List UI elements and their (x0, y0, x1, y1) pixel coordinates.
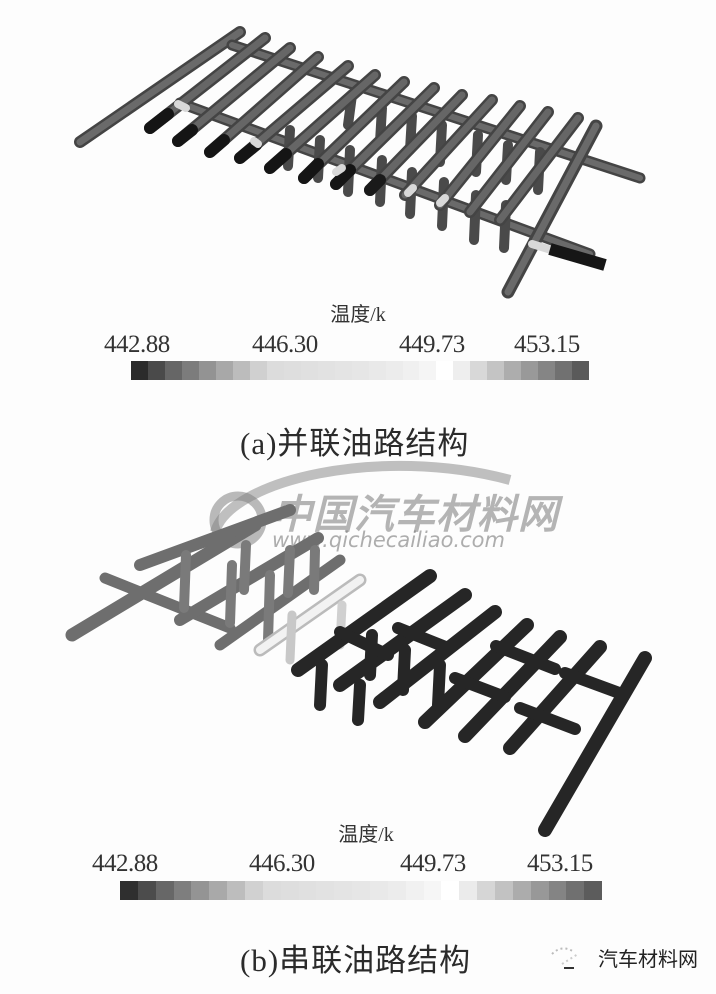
colorbar-tick-min: 442.88 (104, 331, 170, 358)
colorbar-segment (245, 881, 263, 900)
colorbar-segment (477, 881, 496, 900)
colorbar-segment (352, 881, 371, 900)
colorbar-segment (402, 361, 420, 380)
temperature-colorbar (120, 881, 603, 900)
colorbar-segment (387, 881, 406, 900)
colorbar-segment (566, 881, 585, 900)
colorbar-tick-min: 442.88 (92, 850, 158, 877)
colorbar-segment (334, 881, 353, 900)
wechat-icon (551, 947, 579, 969)
colorbar-segment (280, 881, 299, 900)
colorbar-title: 温度/k (330, 304, 386, 326)
colorbar-segment (423, 881, 442, 900)
caption-parallel: (a)并联油路结构 (240, 426, 470, 461)
colorbar-segment (164, 361, 182, 380)
colorbar-segment (227, 881, 246, 900)
colorbar-segment (317, 361, 335, 380)
panel-a: 温度/k 442.88 446.30 449.73 453.15 (a)并联油路… (0, 0, 716, 470)
parallel-oil-circuit-render (74, 26, 646, 299)
temperature-colorbar (131, 361, 590, 380)
colorbar-segment (441, 881, 460, 900)
colorbar-segment (283, 361, 301, 380)
colorbar-segment (436, 361, 454, 380)
colorbar-segment (300, 361, 318, 380)
colorbar-segment (215, 361, 233, 380)
colorbar-segment (137, 881, 156, 900)
colorbar-segment (555, 361, 573, 380)
colorbar-segment (504, 361, 522, 380)
colorbar-segment (521, 361, 539, 380)
colorbar-segment (316, 881, 335, 900)
colorbar-segment (487, 361, 505, 380)
panel-b: 温度/k 442.88 446.30 449.73 453.15 (b)串联油路… (0, 480, 716, 994)
colorbar-segment (572, 361, 590, 380)
colorbar-segment (262, 881, 281, 900)
colorbar-segment (191, 881, 210, 900)
colorbar-segment (173, 881, 192, 900)
colorbar-segment (370, 881, 388, 900)
colorbar-segment (120, 881, 138, 900)
colorbar-tick-max: 453.15 (527, 850, 593, 877)
colorbar-segment (530, 881, 549, 900)
colorbar-segment (459, 881, 478, 900)
colorbar-segment (405, 881, 424, 900)
colorbar-segment (249, 361, 267, 380)
colorbar-segment (147, 361, 165, 380)
colorbar-tick-3: 449.73 (399, 331, 465, 358)
colorbar-segment (538, 361, 556, 380)
colorbar-segment (419, 361, 437, 380)
colorbar-segment (334, 361, 352, 380)
colorbar-tick-max: 453.15 (514, 331, 580, 358)
colorbar-segment (181, 361, 199, 380)
colorbar-segment (266, 361, 284, 380)
colorbar-segment (512, 881, 531, 900)
colorbar-segment (131, 361, 148, 380)
brand-label: 汽车材料网 (598, 947, 698, 971)
colorbar-segment (209, 881, 228, 900)
caption-series: (b)串联油路结构 (240, 943, 472, 978)
colorbar-title: 温度/k (338, 824, 394, 846)
colorbar-segment (453, 361, 471, 380)
colorbar-tick-3: 449.73 (400, 850, 466, 877)
colorbar-segment (198, 361, 216, 380)
colorbar-segment (548, 881, 567, 900)
colorbar-segment (470, 361, 488, 380)
series-oil-circuit-render (65, 504, 652, 837)
colorbar-segment (298, 881, 317, 900)
colorbar-segment (368, 361, 386, 380)
colorbar-segment (155, 881, 174, 900)
colorbar-segment (495, 881, 513, 900)
colorbar-segment (584, 881, 603, 900)
colorbar-segment (232, 361, 250, 380)
colorbar-tick-2: 446.30 (249, 850, 315, 877)
colorbar-segment (385, 361, 403, 380)
colorbar-tick-2: 446.30 (252, 331, 318, 358)
colorbar-segment (351, 361, 369, 380)
